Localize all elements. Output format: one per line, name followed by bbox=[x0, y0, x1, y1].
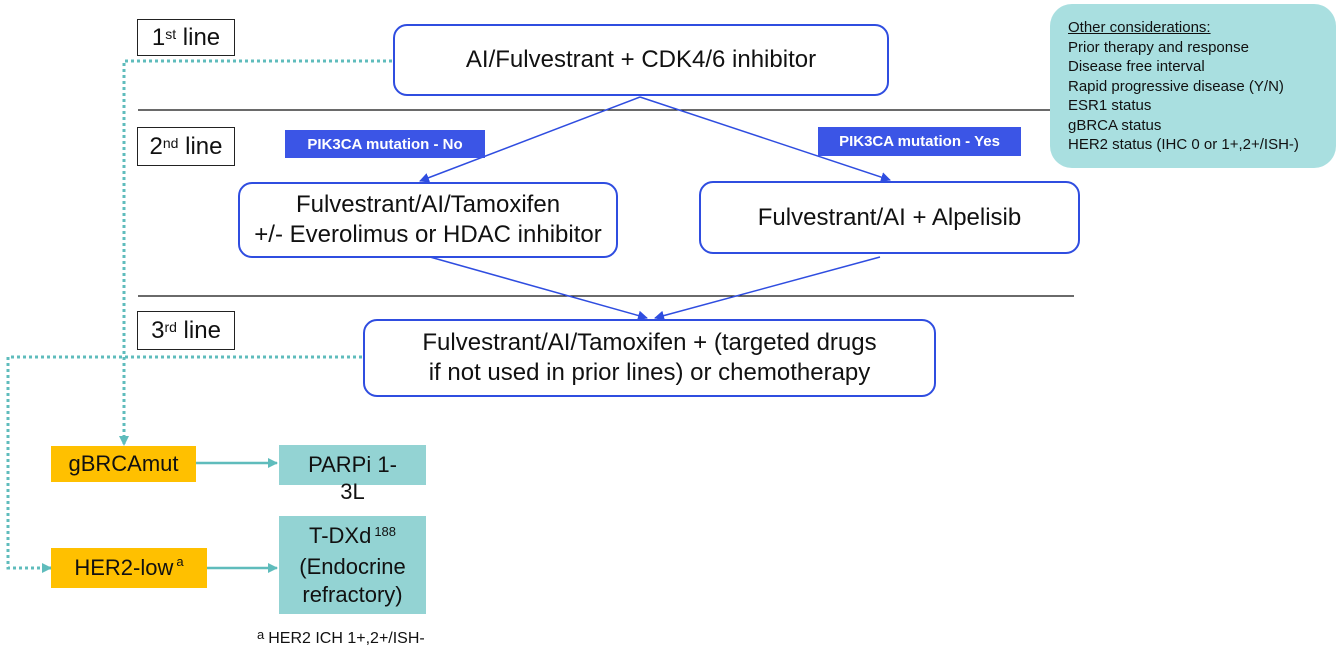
consideration-item: ESR1 status bbox=[1068, 97, 1152, 114]
first-line-treatment-box: AI/Fulvestrant + CDK4/6 inhibitor bbox=[393, 24, 889, 96]
considerations-heading: Other considerations: bbox=[1068, 19, 1211, 36]
consideration-item: Prior therapy and response bbox=[1068, 38, 1249, 56]
dotted-link-first-to-gbrca bbox=[119, 59, 392, 446]
consideration-item: Disease free interval bbox=[1068, 58, 1205, 75]
pik3ca-yes-tag: PIK3CA mutation - Yes bbox=[818, 127, 1021, 156]
third-line-treatment-box: Fulvestrant/AI/Tamoxifen + (targeted dru… bbox=[363, 319, 936, 397]
parpi-box: PARPi 1- 3L bbox=[279, 445, 426, 504]
second-line-pik3ca-no-box: Fulvestrant/AI/Tamoxifen +/- Everolimus … bbox=[238, 182, 618, 258]
consideration-item: Rapid progressive disease (Y/N) bbox=[1068, 77, 1284, 95]
pik3ca-no-tag: PIK3CA mutation - No bbox=[285, 130, 485, 158]
arrow-yes-to-third bbox=[654, 256, 881, 321]
dotted-link-third-to-her2 bbox=[6, 355, 362, 573]
arrow-first-to-no bbox=[419, 96, 641, 183]
gbrca-mutation-box: gBRCAmut bbox=[51, 446, 196, 482]
consideration-item: gBRCA status bbox=[1068, 116, 1162, 134]
second-line-pik3ca-yes-box: Fulvestrant/AI + Alpelisib bbox=[699, 181, 1080, 254]
arrow-no-to-third bbox=[429, 256, 648, 321]
arrow-first-to-yes bbox=[639, 96, 891, 182]
other-considerations-panel: Other considerations: Prior therapy and … bbox=[1050, 4, 1336, 168]
consideration-item: HER2 status (IHC 0 or 1+,2+/ISH-) bbox=[1068, 136, 1299, 153]
